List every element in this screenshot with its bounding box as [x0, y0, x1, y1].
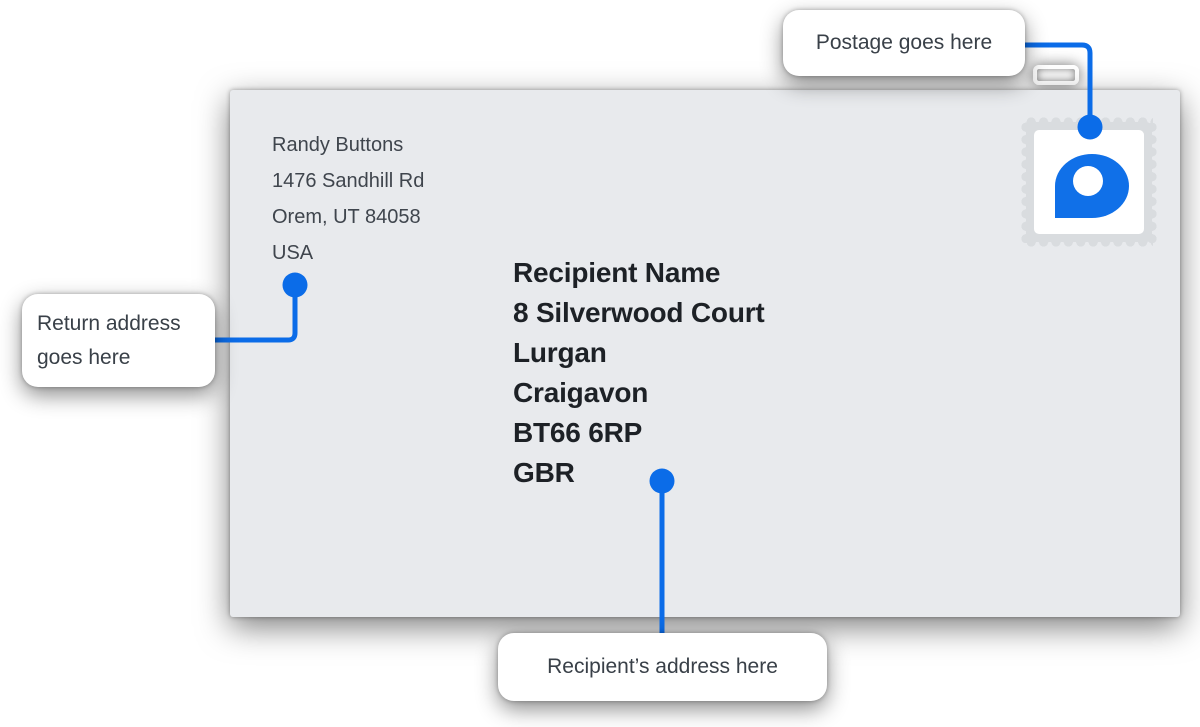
recipient-address-callout: Recipient’s address here	[498, 633, 827, 701]
stamp-perforation	[1021, 121, 1031, 243]
recipient-address-line: Craigavon	[513, 377, 649, 408]
recipient-address-callout-label: Recipient’s address here	[547, 655, 778, 678]
return-address-line: USA	[272, 242, 314, 264]
postage-callout: Postage goes here	[783, 10, 1025, 76]
return-address-line: 1476 Sandhill Rd	[272, 170, 425, 192]
postage-callout-label: Postage goes here	[815, 31, 993, 54]
return-address-line: Orem, UT 84058	[272, 206, 421, 228]
postage-stamp	[1021, 117, 1157, 247]
envelope: Randy Buttons 1476 Sandhill Rd Orem, UT …	[230, 90, 1180, 617]
stamp-perforation	[1147, 121, 1157, 243]
recipient-address-line: BT66 6RP	[513, 417, 643, 448]
return-address-line: Randy Buttons	[272, 134, 404, 156]
return-address-callout-label: Return address goes here	[37, 311, 181, 369]
recipient-address-line: Lurgan	[513, 337, 607, 368]
brand-pin-logo-hole	[1073, 166, 1103, 196]
brand-pin-logo-icon	[1055, 154, 1129, 218]
paper-slip-decoration	[1033, 65, 1079, 85]
recipient-address-line: GBR	[513, 457, 575, 488]
return-address-block: Randy Buttons 1476 Sandhill Rd Orem, UT …	[272, 127, 424, 271]
return-address-callout: Return address goes here	[22, 294, 215, 387]
recipient-address-block: Recipient Name 8 Silverwood Court Lurgan…	[513, 253, 765, 493]
stamp-perforation	[1025, 117, 1153, 127]
stamp-perforation	[1025, 237, 1153, 247]
recipient-address-line: 8 Silverwood Court	[513, 297, 765, 328]
recipient-address-line: Recipient Name	[513, 257, 721, 288]
